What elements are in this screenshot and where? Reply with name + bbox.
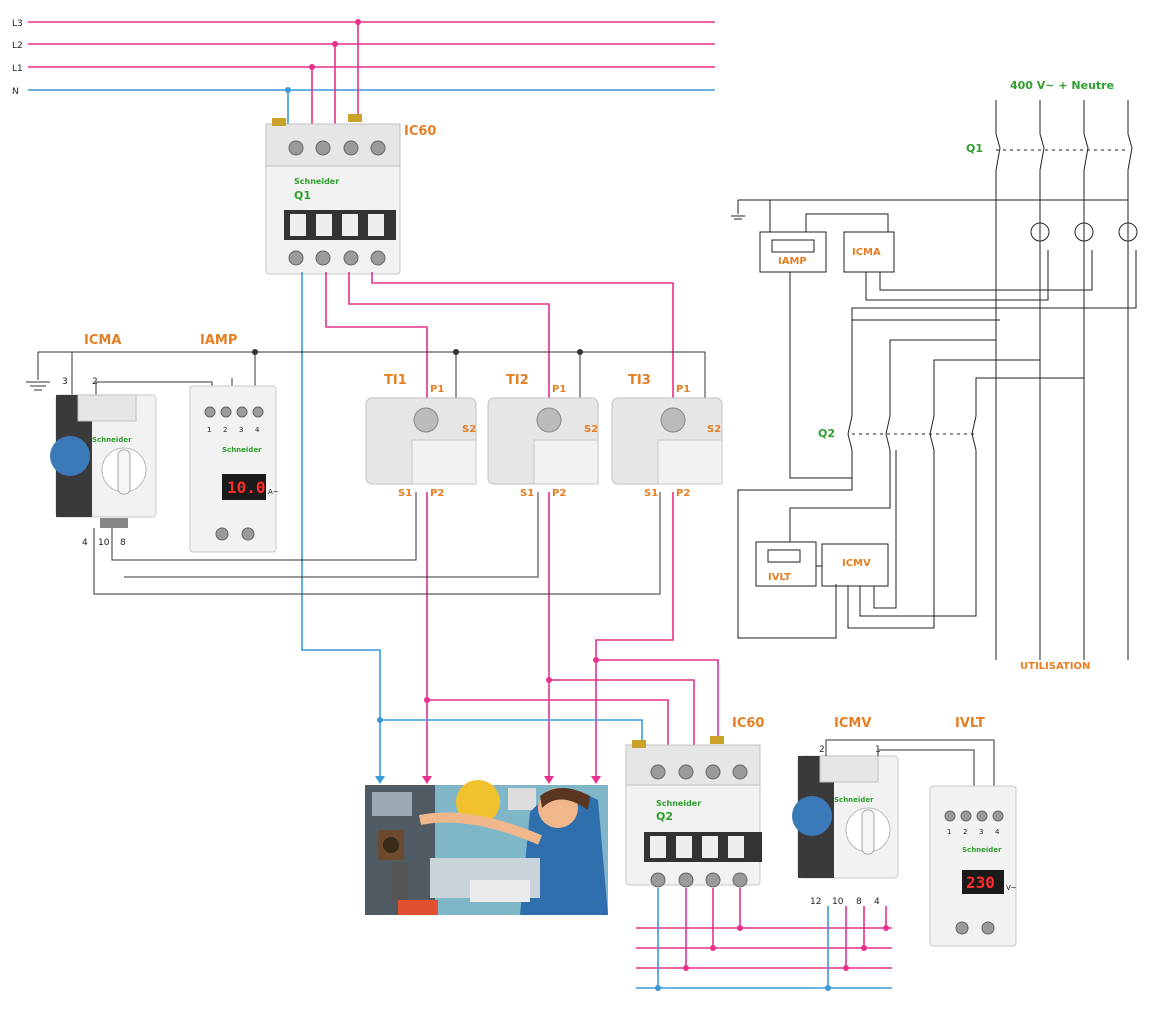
ivlt-term-4: 4: [995, 828, 1000, 836]
bus-label-l1: L1: [12, 64, 23, 74]
q1-outputs: [301, 272, 674, 784]
switch-icma: Schneider ICMA 3 2 4 10 8: [50, 333, 157, 548]
ti2-p2: P2: [552, 488, 566, 499]
ct-ti2: TI2 P1 S2 S1 P2: [487, 373, 599, 499]
ic60-bottom-label: IC60: [732, 716, 764, 731]
schematic-iamp-label: IAMP: [778, 256, 807, 267]
q1-face-label: Q1: [294, 189, 311, 202]
icma-label: ICMA: [84, 333, 121, 348]
iamp-term-3: 3: [239, 426, 243, 434]
ivlt-term-3: 3: [979, 828, 983, 836]
iamp-term-1: 1: [207, 426, 211, 434]
schematic: 400 V~ + Neutre Q1 Q2 IAMP ICMA: [731, 79, 1138, 672]
ivlt-display: 230: [966, 873, 995, 892]
icma-term-10: 10: [98, 538, 110, 548]
ti3-p1: P1: [676, 384, 690, 395]
iamp-brand: Schneider: [222, 446, 262, 454]
icma-term-8: 8: [120, 538, 126, 548]
ct-ti1: TI1 P1 S2 S1 P2: [365, 373, 477, 499]
ti2-p1: P1: [552, 384, 566, 395]
icma-term-4: 4: [82, 538, 88, 548]
icma-term-2: 2: [92, 377, 98, 387]
workshop-illustration: [365, 780, 608, 915]
icmv-term-10: 10: [832, 897, 844, 907]
q1-supply-taps: [287, 22, 359, 124]
bus-label-l3: L3: [12, 19, 23, 29]
ti1-label: TI1: [384, 373, 407, 388]
breaker-q2: Schneider Q2 IC60: [625, 716, 764, 888]
icmv-label: ICMV: [834, 716, 871, 731]
ivlt-brand: Schneider: [962, 846, 1002, 854]
icmv-term-12: 12: [810, 897, 821, 907]
ti1-s2: S2: [462, 424, 476, 435]
ct-ti3: TI3 P1 S2 S1 P2: [611, 373, 723, 499]
icma-brand: Schneider: [92, 436, 132, 444]
ti3-label: TI3: [628, 373, 651, 388]
q2-supply-taps: [377, 657, 719, 745]
load-bus: [636, 888, 892, 991]
iamp-display: 10.0: [227, 478, 266, 497]
ivlt-term-1: 1: [947, 828, 951, 836]
schematic-utilisation-label: UTILISATION: [1020, 661, 1090, 672]
ivlt-term-2: 2: [963, 828, 967, 836]
q1-brand: Schneider: [294, 177, 339, 186]
switch-icmv: Schneider ICMV 2 1 12 10 8 4: [792, 716, 995, 907]
schematic-supply-label: 400 V~ + Neutre: [1010, 79, 1114, 92]
ti3-p2: P2: [676, 488, 690, 499]
icmv-term-8: 8: [856, 897, 862, 907]
ti3-s1: S1: [644, 488, 658, 499]
ti1-s1: S1: [398, 488, 412, 499]
icmv-term-2: 2: [819, 745, 825, 755]
icmv-term-4: 4: [874, 897, 880, 907]
ic60-top-label: IC60: [404, 124, 436, 139]
bus-label-n: N: [12, 87, 19, 97]
iamp-term-4: 4: [255, 426, 260, 434]
q2-brand: Schneider: [656, 799, 701, 808]
ti1-p2: P2: [430, 488, 444, 499]
meter-ivlt: 1 2 3 4 Schneider 230 V~ IVLT: [929, 716, 1017, 947]
schematic-q2-label: Q2: [818, 427, 835, 440]
iamp-unit: A~: [268, 488, 279, 496]
ivlt-unit: V~: [1006, 884, 1017, 892]
ti3-s2: S2: [707, 424, 721, 435]
breaker-q1: Schneider Q1 IC60: [265, 114, 436, 275]
icmv-brand: Schneider: [834, 796, 874, 804]
iamp-term-2: 2: [223, 426, 227, 434]
schematic-icmv-label: ICMV: [842, 558, 871, 569]
supply-bus: L3 L2 L1 N: [12, 19, 715, 97]
ti2-s2: S2: [584, 424, 598, 435]
schematic-q1-label: Q1: [966, 142, 983, 155]
schematic-icma-label: ICMA: [852, 247, 881, 258]
schematic-ivlt-label: IVLT: [768, 572, 791, 583]
meter-iamp: 1 2 3 4 Schneider 10.0 A~ IAMP: [189, 333, 279, 553]
icma-term-3: 3: [62, 377, 68, 387]
ti2-label: TI2: [506, 373, 529, 388]
ivlt-label: IVLT: [955, 716, 985, 731]
ti1-p1: P1: [430, 384, 444, 395]
ti2-s1: S1: [520, 488, 534, 499]
bus-label-l2: L2: [12, 41, 23, 51]
iamp-label: IAMP: [200, 333, 237, 348]
ti-pass-through: [422, 492, 674, 784]
q2-face-label: Q2: [656, 810, 673, 823]
